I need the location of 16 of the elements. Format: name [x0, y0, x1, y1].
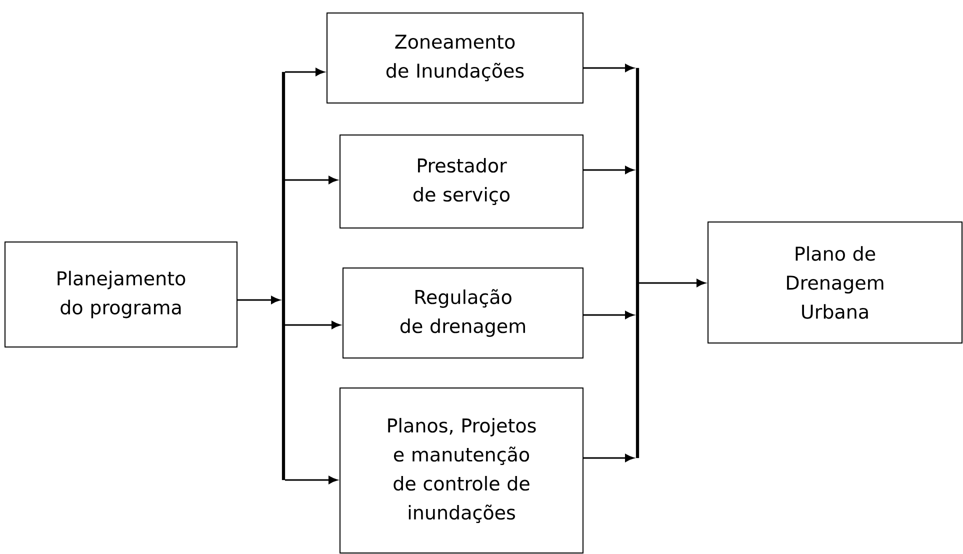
- arrow: [238, 296, 280, 304]
- arrow: [285, 68, 325, 76]
- arrow: [285, 176, 338, 184]
- arrow: [584, 311, 634, 319]
- arrow: [584, 454, 634, 462]
- arrow: [285, 321, 341, 329]
- arrow: [584, 64, 634, 72]
- arrow: [584, 166, 634, 174]
- process-box: Zoneamento de Inundações: [326, 12, 584, 104]
- process-box: Plano de Drenagem Urbana: [708, 222, 963, 344]
- process-box: Planos, Projetos e manutenção de controle de inundações: [340, 388, 584, 554]
- process-box: Prestador de serviço: [340, 134, 584, 228]
- process-box: Regulação de drenagem: [342, 268, 584, 358]
- process-box: Planejamento do programa: [4, 242, 238, 348]
- arrow: [639, 279, 706, 287]
- arrow: [285, 476, 338, 484]
